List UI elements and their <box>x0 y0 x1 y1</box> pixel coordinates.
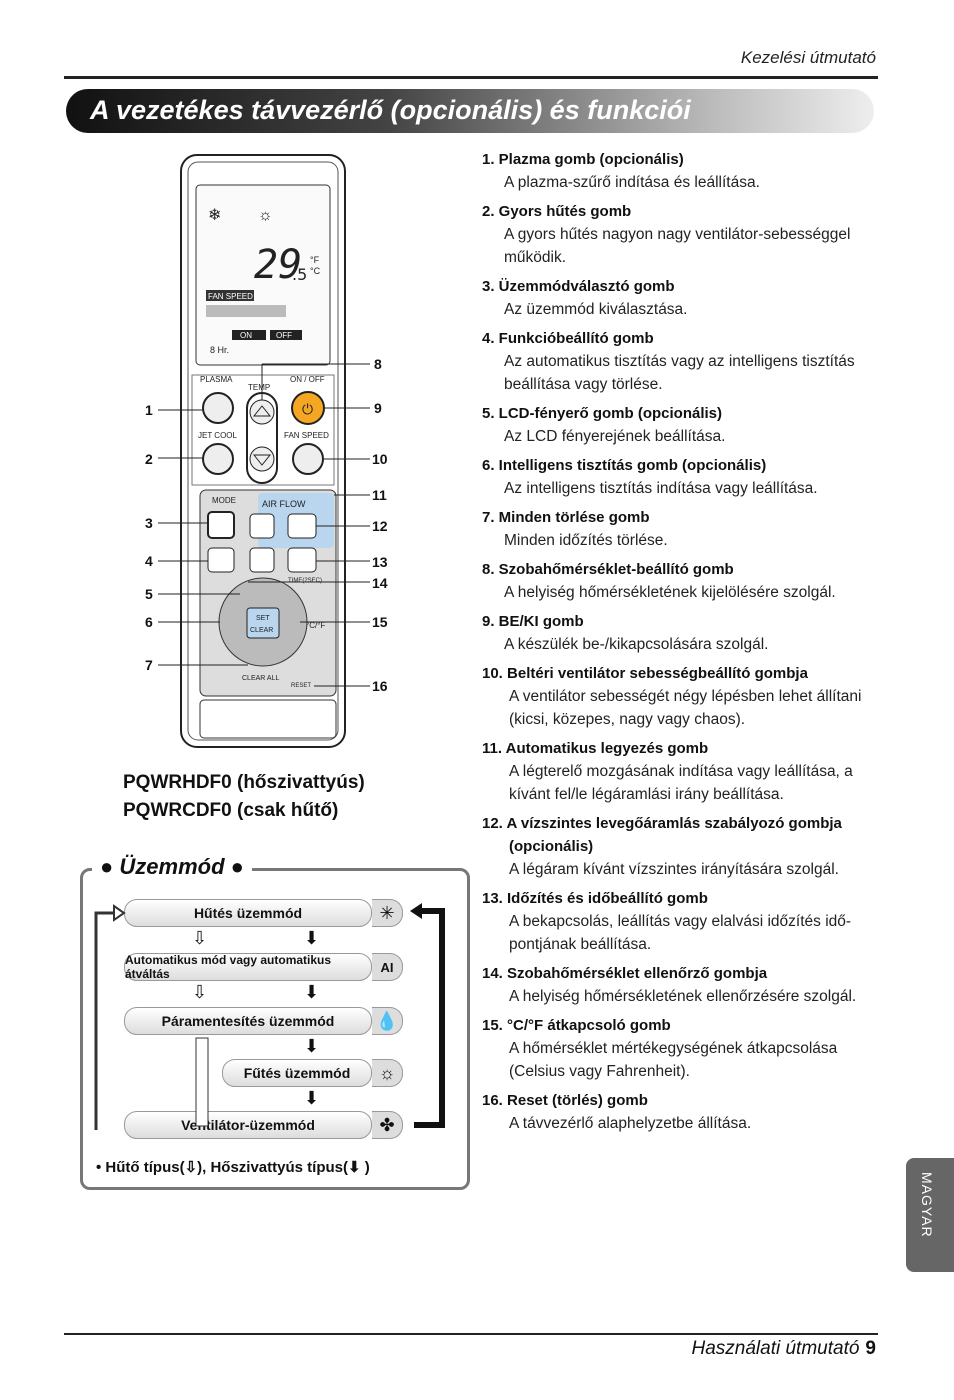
svg-text:FAN SPEED: FAN SPEED <box>208 292 253 301</box>
svg-text:ON: ON <box>240 331 252 340</box>
heatpump-arrow-icon: ⬇ <box>304 1088 320 1108</box>
callout-13: 13 <box>372 554 388 570</box>
callout-12: 12 <box>372 518 388 534</box>
svg-text:FAN SPEED: FAN SPEED <box>284 431 329 440</box>
callout-4: 4 <box>145 553 153 569</box>
svg-text:°F: °F <box>310 255 320 265</box>
svg-text:❄: ❄ <box>208 207 221 224</box>
cooling-arrow-icon: ⇩ <box>192 982 208 1002</box>
sun-icon: ☼ <box>372 1059 403 1087</box>
svg-text:°C/°F: °C/°F <box>306 621 325 630</box>
page-number: 9 <box>865 1338 876 1359</box>
mode-box <box>80 868 470 1190</box>
svg-text:☼: ☼ <box>258 207 273 224</box>
callout-1: 1 <box>145 402 153 418</box>
callout-2: 2 <box>145 451 153 467</box>
callout-16: 16 <box>372 678 388 694</box>
svg-text:OFF: OFF <box>276 331 292 340</box>
header-label: Kezelési útmutató <box>740 48 876 67</box>
svg-text:°C: °C <box>310 266 321 276</box>
list-item: 5. LCD-fényerő gomb (opcionális)Az LCD f… <box>482 405 726 445</box>
drop-icon: 💧 <box>372 1007 403 1035</box>
callout-6: 6 <box>145 614 153 630</box>
mode-fan: Ventilátor-üzemmód <box>124 1111 372 1139</box>
mode-legend: • Hűtő típus(⇩), Hőszivattyús típus(⬇ ) <box>96 1159 370 1176</box>
function-list: 1. Plazma gomb (opcionális)A plazma-szűr… <box>482 148 882 1141</box>
top-rule <box>64 76 878 79</box>
model-line-2: PQWRCDF0 (csak hűtő) <box>123 800 339 821</box>
bottom-rule <box>64 1333 878 1335</box>
list-item: 6. Intelligens tisztítás gomb (opcionáli… <box>482 457 818 497</box>
callout-11: 11 <box>372 487 387 503</box>
list-item: 1. Plazma gomb (opcionális)A plazma-szűr… <box>482 151 760 191</box>
svg-text:ON / OFF: ON / OFF <box>290 375 325 384</box>
ai-icon: AI <box>372 953 403 981</box>
list-item: 10. Beltéri ventilátor sebességbeállító … <box>482 665 862 728</box>
callout-10: 10 <box>372 451 388 467</box>
svg-text:AIR FLOW: AIR FLOW <box>262 499 306 509</box>
list-item: 12. A vízszintes levegőáramlás szabályoz… <box>482 815 842 878</box>
heatpump-arrow-icon: ⬇ <box>304 928 320 948</box>
callout-3: 3 <box>145 515 153 531</box>
callout-7: 7 <box>145 657 153 673</box>
svg-text:JET COOL: JET COOL <box>198 431 238 440</box>
svg-text:MODE: MODE <box>212 496 236 505</box>
heatpump-arrow-icon: ⬇ <box>304 982 320 1002</box>
page-title: A vezetékes távvezérlő (opcionális) és f… <box>90 95 691 125</box>
remote-illustration: 29 .5 °F °C FAN SPEED ON OFF 8 Hr. ❄ ☼ P… <box>158 154 370 748</box>
svg-text:.5: .5 <box>292 265 307 284</box>
callout-14: 14 <box>372 575 388 591</box>
svg-text:8 Hr.: 8 Hr. <box>210 345 229 355</box>
heatpump-arrow-icon: ⬇ <box>304 1036 320 1056</box>
svg-text:CLEAR: CLEAR <box>250 627 273 634</box>
mode-flow-arrows <box>94 903 445 1130</box>
svg-text:TEMP: TEMP <box>248 383 270 392</box>
mode-auto: Automatikus mód vagy automatikus átváltá… <box>124 953 372 981</box>
model-line-1: PQWRHDF0 (hőszivattyús) <box>123 772 365 793</box>
svg-text:SET: SET <box>256 615 270 622</box>
svg-text:CLEAR ALL: CLEAR ALL <box>242 675 279 682</box>
mode-heating: Fűtés üzemmód <box>222 1059 372 1087</box>
snowflake-icon: ✳ <box>372 899 403 927</box>
callout-15: 15 <box>372 614 388 630</box>
mode-cooling: Hűtés üzemmód <box>124 899 372 927</box>
svg-text:PLASMA: PLASMA <box>200 375 233 384</box>
svg-text:⏻: ⏻ <box>302 401 313 417</box>
callout-5: 5 <box>145 586 153 602</box>
mode-title: ● Üzemmód ● <box>92 854 252 880</box>
lcd-temp: 29 <box>254 242 302 288</box>
cooling-arrow-icon: ⇩ <box>192 928 208 948</box>
title-bar: A vezetékes távvezérlő (opcionális) és f… <box>66 89 874 133</box>
svg-text:TIME(2SEC): TIME(2SEC) <box>288 578 322 584</box>
callout-8: 8 <box>374 356 382 372</box>
fan-icon: ✤ <box>372 1111 403 1139</box>
svg-text:RESET: RESET <box>291 683 311 689</box>
language-tab[interactable]: MAGYAR <box>906 1158 954 1272</box>
mode-dry: Páramentesítés üzemmód <box>124 1007 372 1035</box>
callout-9: 9 <box>374 400 382 416</box>
